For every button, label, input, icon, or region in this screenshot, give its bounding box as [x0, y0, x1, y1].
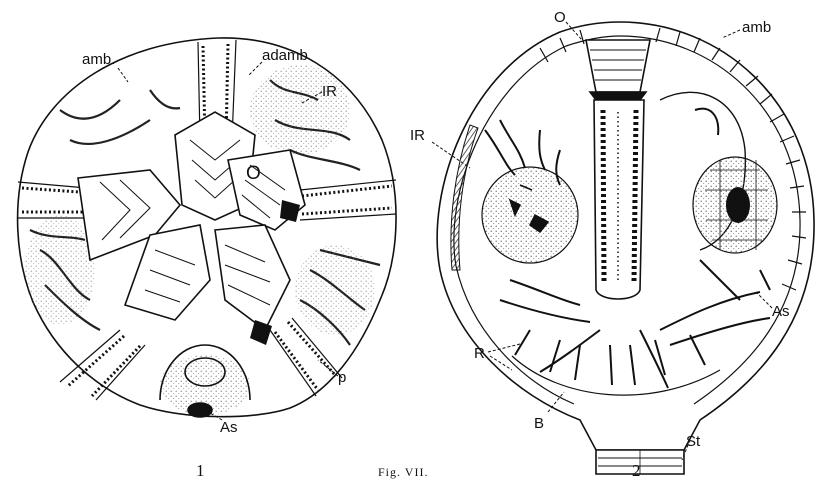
fig2-ambulacrum [586, 40, 650, 299]
fig2-label-r: R [474, 346, 485, 361]
figure-1-number: 1 [196, 462, 205, 479]
fig1-label-ir: IR [322, 84, 337, 99]
fig2-label-b: B [534, 416, 544, 431]
fig2-anal-area [660, 92, 777, 253]
fig2-label-amb: amb [742, 20, 771, 35]
fig2-label-as: As [772, 304, 790, 319]
fig2-label-st: St [686, 434, 700, 449]
fig1-label-p: p [338, 370, 346, 385]
fig1-label-as: As [220, 420, 238, 435]
fig1-label-amb: amb. [82, 52, 115, 67]
figure-caption: Fig. VII. [378, 466, 428, 478]
fig2-outer-plates [540, 28, 806, 290]
fig2-label-ir: IR [410, 128, 425, 143]
fig2-basal-line [512, 356, 720, 395]
fig2-interradial [482, 120, 578, 263]
figure-1-drawing [18, 38, 396, 417]
fig1-label-adamb: adamb [262, 48, 308, 63]
figure-2-number: 2 [632, 462, 641, 479]
fig1-label-o: O [246, 164, 261, 183]
figure-2-drawing [437, 22, 814, 474]
fig2-label-o: O [554, 10, 566, 25]
